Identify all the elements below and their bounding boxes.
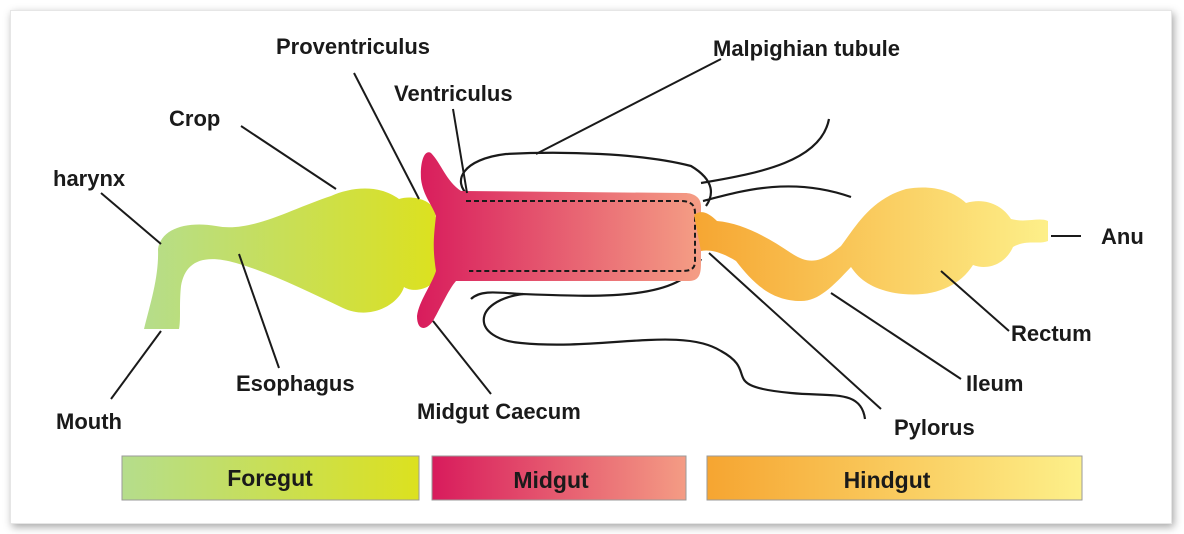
foregut-band-label: Foregut	[227, 465, 313, 491]
digestive-tract-diagram: Proventriculus Malpighian tubule Ventric…	[11, 11, 1171, 523]
midgut-shape	[417, 152, 701, 328]
label-esophagus: Esophagus	[236, 371, 355, 396]
midgut-band-label: Midgut	[513, 467, 589, 493]
tubule-upper-right	[703, 186, 851, 201]
label-mouth: Mouth	[56, 409, 122, 434]
ileum-leader	[831, 293, 961, 379]
label-rectum: Rectum	[1011, 321, 1092, 346]
malpighian-leader	[536, 59, 721, 154]
label-midgut-caecum: Midgut Caecum	[417, 399, 581, 424]
label-crop: Crop	[169, 106, 220, 131]
mouth-leader	[111, 331, 161, 399]
region-bands: Foregut Midgut Hindgut	[122, 456, 1082, 500]
midgut-caecum-leader	[433, 321, 491, 394]
hindgut-band-label: Hindgut	[844, 467, 931, 493]
label-pharynx: harynx	[53, 166, 126, 191]
label-proventriculus: Proventriculus	[276, 34, 430, 59]
foregut-shape	[144, 189, 438, 330]
rectum-leader	[941, 271, 1009, 331]
label-ventriculus: Ventriculus	[394, 81, 513, 106]
pharynx-leader	[101, 193, 161, 244]
hindgut-shape	[694, 188, 1048, 301]
diagram-frame: Proventriculus Malpighian tubule Ventric…	[10, 10, 1172, 524]
label-ileum: Ileum	[966, 371, 1023, 396]
tubule-top-curl	[701, 119, 829, 183]
label-anus: Anu	[1101, 224, 1144, 249]
label-malpighian-tubule: Malpighian tubule	[713, 36, 900, 61]
crop-leader	[241, 126, 336, 189]
label-pylorus: Pylorus	[894, 415, 975, 440]
